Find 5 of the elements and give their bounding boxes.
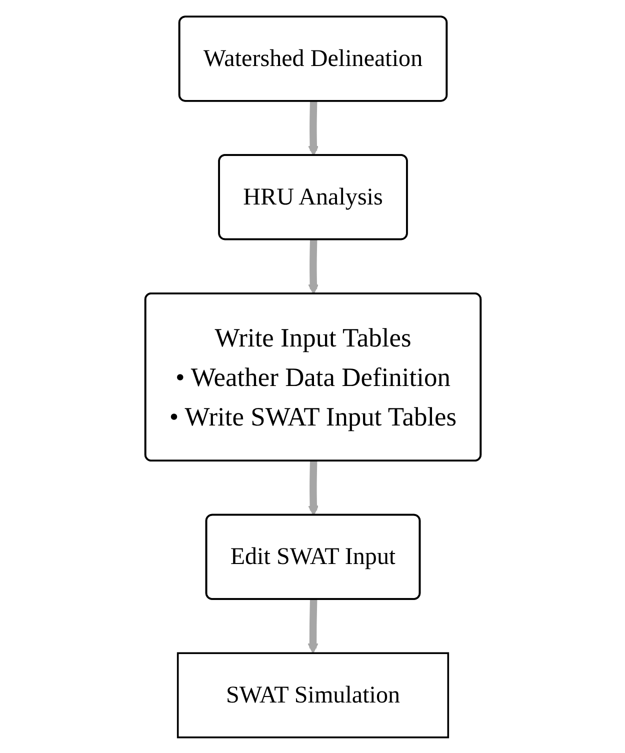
arrow [308, 460, 318, 516]
arrow [307, 599, 318, 654]
arrow [308, 239, 318, 294]
node-box: SWAT Simulation [176, 652, 449, 738]
arrow [308, 100, 318, 156]
